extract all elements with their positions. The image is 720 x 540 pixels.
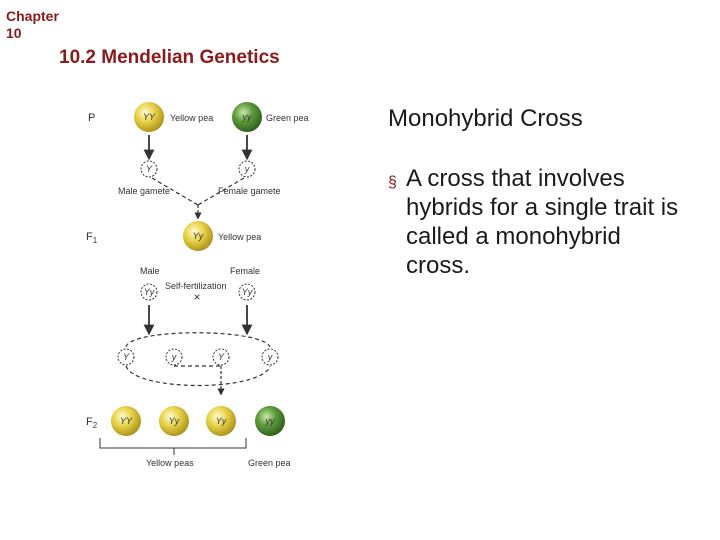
bullet-marker: § — [388, 168, 397, 197]
cross-symbol: × — [193, 290, 200, 304]
male-gamete-label: Male gamete — [118, 186, 170, 196]
pea-f2-genotype: YY — [120, 416, 133, 426]
pea-f2-genotype: yy — [265, 416, 276, 426]
f2-subscript: 2 — [93, 421, 98, 430]
generation-p-label: P — [88, 112, 95, 124]
generation-f1-label: F1 — [86, 231, 98, 245]
yellow-peas-label: Yellow peas — [146, 458, 194, 468]
self-fert-male-genotype: Yy — [144, 287, 155, 297]
gamete-male-allele: Y — [146, 164, 153, 174]
f1-gamete-allele: y — [171, 352, 177, 362]
pea-f1-genotype: Yy — [193, 231, 204, 241]
gamete-combination-curve-upper — [126, 333, 270, 347]
gamete-female-allele: y — [244, 164, 250, 174]
f1-subscript: 1 — [93, 236, 98, 245]
self-fert-female-genotype: Yy — [242, 287, 253, 297]
pea-p-green-label: Green pea — [266, 113, 309, 123]
pea-p-yellow-label: Yellow pea — [170, 113, 213, 123]
self-fert-female-label: Female — [230, 266, 260, 276]
green-pea-label: Green pea — [248, 458, 291, 468]
bullet-text: A cross that involves hybrids for a sing… — [406, 164, 688, 280]
pea-p-green-genotype: yy — [242, 112, 253, 122]
pea-f1-label: Yellow pea — [218, 232, 261, 242]
f1-gamete-allele: Y — [218, 352, 225, 362]
slide-heading: Monohybrid Cross — [388, 105, 583, 133]
generation-f2-label: F2 — [86, 416, 98, 430]
pea-p-yellow-genotype: YY — [143, 112, 156, 122]
female-gamete-label: Female gamete — [218, 186, 281, 196]
gamete-combination-curve-lower — [126, 366, 270, 386]
f1-gamete-allele: Y — [123, 352, 130, 362]
yellow-peas-bracket — [100, 438, 246, 448]
pea-f2-genotype: Yy — [169, 416, 180, 426]
pea-f2-genotype: Yy — [216, 416, 227, 426]
f1-gamete-allele: y — [267, 352, 273, 362]
self-fert-male-label: Male — [140, 266, 160, 276]
bullet-point: § A cross that involves hybrids for a si… — [388, 164, 688, 280]
